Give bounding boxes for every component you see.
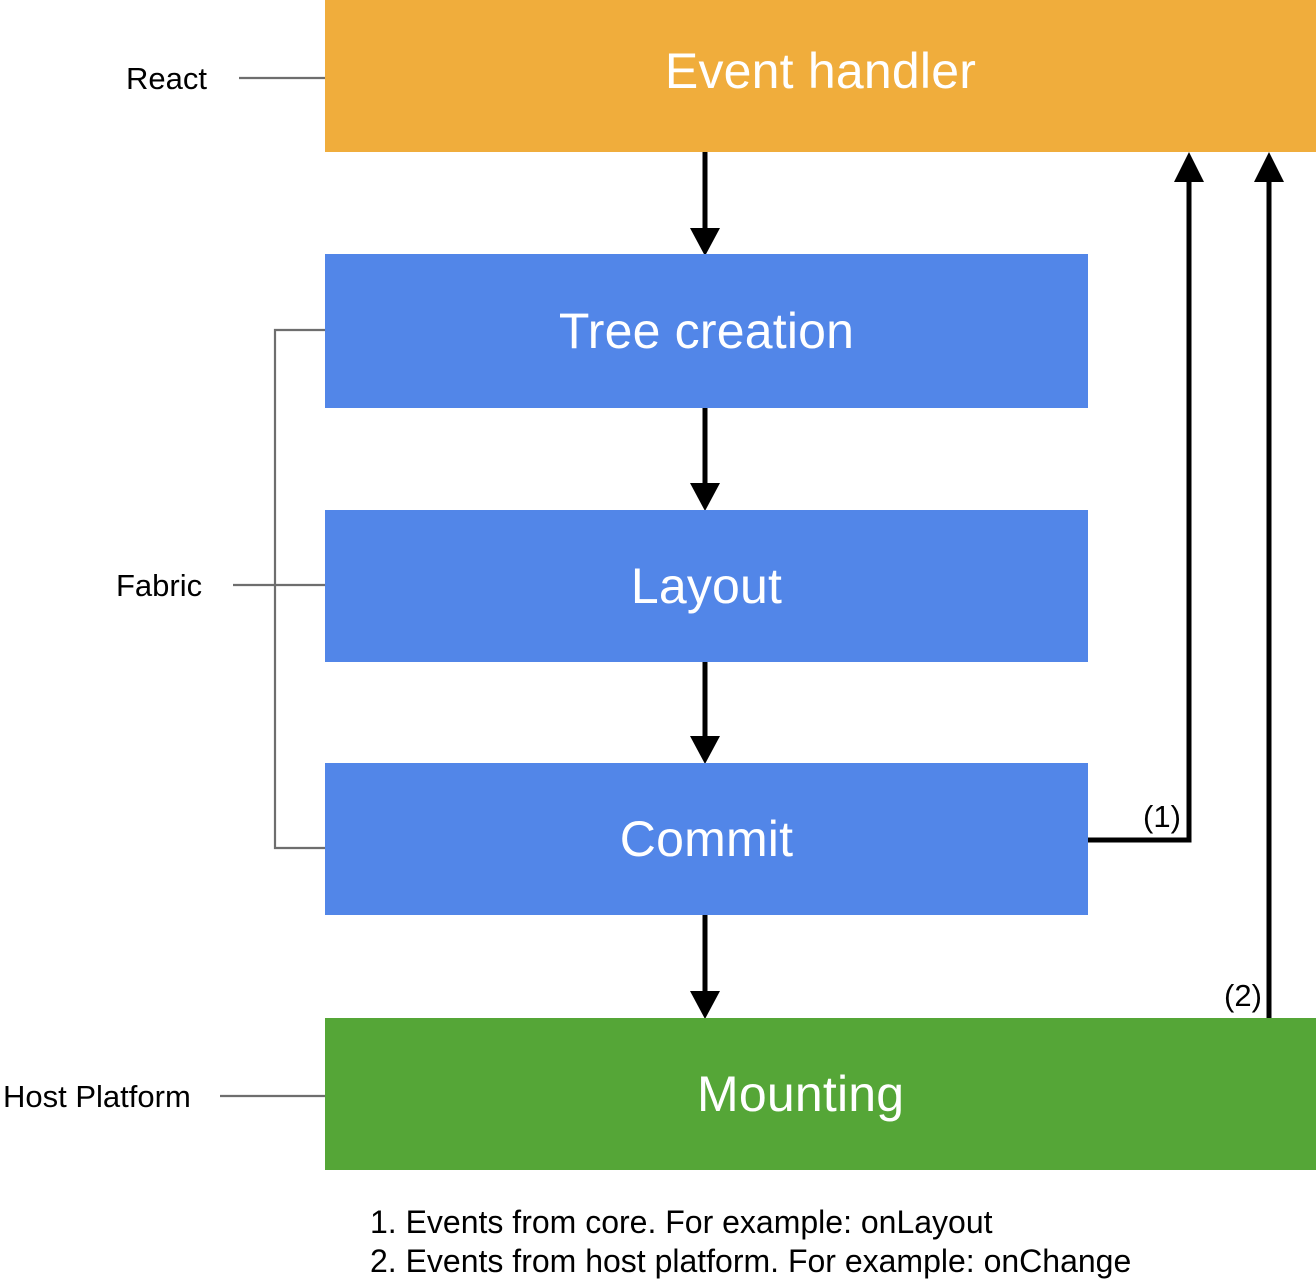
arrow-event-handler-to-tree-creation xyxy=(690,152,720,256)
node-event-handler[interactable]: Event handler xyxy=(325,0,1316,152)
arrow-layout-to-commit xyxy=(690,662,720,764)
layer-label-fabric: Fabric xyxy=(116,568,203,603)
node-layout-label: Layout xyxy=(630,558,783,614)
node-mounting[interactable]: Mounting xyxy=(325,1018,1316,1170)
arrow-commit-to-event-handler-feedback xyxy=(1088,152,1204,843)
arrow-mounting-to-event-handler-feedback xyxy=(1254,152,1284,1018)
node-commit-label: Commit xyxy=(619,811,794,867)
node-tree-creation-label: Tree creation xyxy=(558,303,855,359)
node-layout[interactable]: Layout xyxy=(325,510,1088,662)
layer-label-host-platform: Host Platform xyxy=(3,1079,191,1114)
edge-label-ref-2: (2) xyxy=(1224,978,1262,1013)
arrow-tree-creation-to-layout xyxy=(690,408,720,511)
fabric-bracket xyxy=(233,328,325,850)
footnotes-block: 1. Events from core. For example: onLayo… xyxy=(370,1203,1131,1281)
node-commit[interactable]: Commit xyxy=(325,763,1088,915)
node-tree-creation[interactable]: Tree creation xyxy=(325,254,1088,408)
layer-label-react: React xyxy=(126,61,207,96)
node-event-handler-label: Event handler xyxy=(664,43,977,99)
footnote-1: 1. Events from core. For example: onLayo… xyxy=(370,1204,993,1240)
node-mounting-label: Mounting xyxy=(697,1066,905,1122)
arrow-commit-to-mounting xyxy=(690,915,720,1019)
footnote-2: 2. Events from host platform. For exampl… xyxy=(370,1243,1132,1279)
edge-label-ref-1: (1) xyxy=(1143,799,1181,834)
